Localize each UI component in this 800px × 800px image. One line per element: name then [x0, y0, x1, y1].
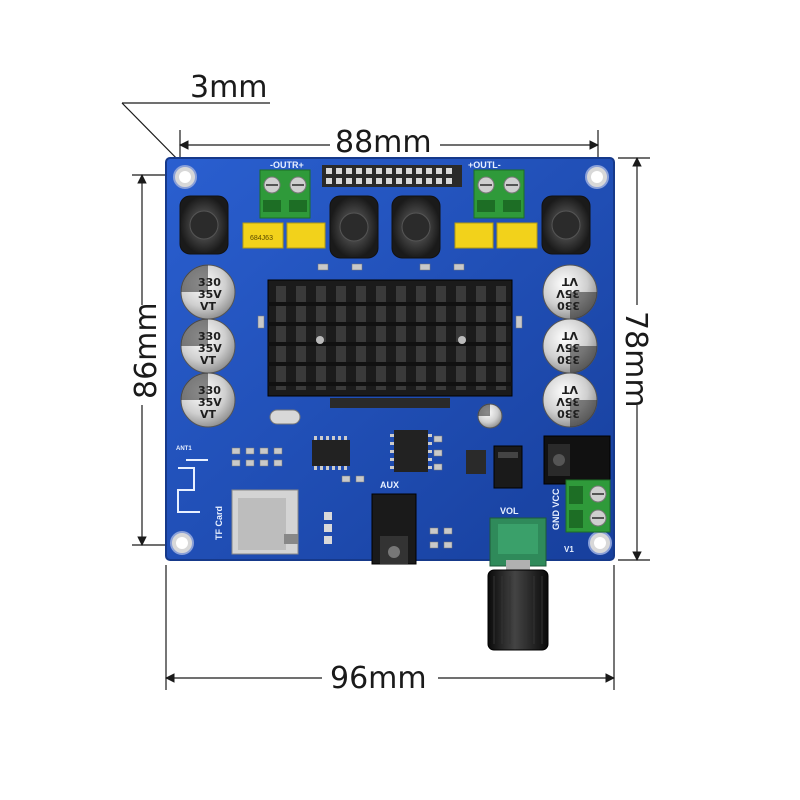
small-capacitor: [477, 403, 503, 429]
header-pins: [324, 512, 332, 544]
cap-4-line-2: 35V: [556, 287, 580, 300]
cap-2-line-2: 35V: [198, 342, 222, 355]
cap-3-line-3: VT: [200, 408, 217, 421]
film-cap-label: 684J63: [250, 235, 273, 242]
electrolytic-capacitor-right-column: [542, 264, 598, 428]
inductor-icon: [179, 195, 591, 259]
hole-spacing-height-label: 86mm: [129, 302, 164, 399]
cap-3-line-1: 330: [198, 384, 221, 397]
cap-1-line-2: 35V: [198, 288, 222, 301]
tf-card-slot: [231, 489, 299, 555]
tf-card-label: TF Card: [214, 506, 224, 540]
heatsink: [267, 279, 513, 408]
cap-2-line-3: VT: [200, 354, 217, 367]
speaker-terminal-left: [259, 169, 311, 219]
power-terminal: [565, 479, 611, 533]
aux-jack: [371, 493, 417, 565]
cap-5-line-2: 35V: [556, 341, 580, 354]
cap-3-line-2: 35V: [198, 396, 222, 409]
cap-6-line-3: VT: [561, 383, 578, 396]
power-label: GND VCC: [551, 488, 561, 530]
cap-1-line-1: 330: [198, 276, 221, 289]
overall-width-label: 96mm: [330, 661, 427, 696]
cap-4-line-1: 330: [557, 299, 580, 312]
cap-2-line-1: 330: [198, 330, 221, 343]
cap-4-line-3: VT: [561, 275, 578, 288]
out-right-channel-label: -OUTR+: [270, 160, 304, 170]
voltage-regulator: [466, 445, 523, 489]
out-left-channel-label: +OUTL-: [468, 160, 501, 170]
antenna-label: ANT1: [176, 446, 192, 452]
pin-header: [322, 165, 462, 187]
board-height-label: 78mm: [618, 311, 653, 408]
hole-offset-label: 3mm: [190, 70, 268, 105]
antenna-icon: [177, 459, 208, 513]
ic-chip: [312, 430, 432, 472]
cap-6-line-1: 330: [557, 407, 580, 420]
cap-6-line-2: 35V: [556, 395, 580, 408]
smd-components: [231, 263, 523, 549]
aux-label: AUX: [380, 480, 399, 490]
dc-power-jack: [543, 435, 611, 485]
film-capacitor-icon: [242, 222, 538, 249]
electrolytic-capacitor-left-column: [180, 264, 236, 428]
cap-5-line-1: 330: [557, 353, 580, 366]
volume-knob[interactable]: [487, 517, 549, 651]
cap-5-line-3: VT: [561, 329, 578, 342]
mounting-hole-icon: [170, 165, 612, 555]
crystal-oscillator: [269, 409, 301, 425]
pcb-board: -OUTR+ +OUTL-: [165, 157, 615, 565]
hole-spacing-width-label: 88mm: [335, 125, 432, 160]
v1-label: V1: [564, 545, 574, 554]
cap-1-line-3: VT: [200, 300, 217, 313]
speaker-terminal-right: [473, 169, 525, 219]
volume-label: VOL: [500, 506, 519, 516]
